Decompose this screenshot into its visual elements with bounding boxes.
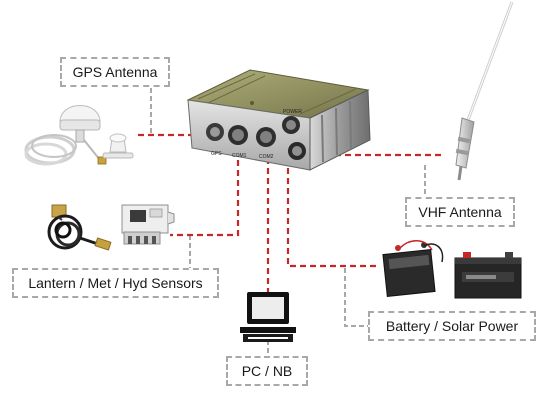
pc-nb-label-text: PC / NB [241,363,293,379]
vhf-antenna-label-text: VHF Antenna [418,204,502,220]
gps-antenna-label: GPS Antenna [60,57,170,87]
power-cable-line [286,158,378,268]
battery-leader-line [344,268,368,327]
vhf-whip-antenna-icon [455,1,514,181]
battery-icon [382,240,522,299]
com2-port-icon [256,127,276,147]
port-label-com2: COM2 [259,154,274,160]
device-ports: GPS COM1 COM2 POWER [206,109,306,160]
sensors-label-text: Lantern / Met / Hyd Sensors [28,275,203,291]
gps-antenna-icon [24,105,134,166]
power-port-icon [282,116,300,134]
port-label-com1: COM1 [232,153,247,159]
gps-antenna-label-text: GPS Antenna [72,64,158,80]
sensor-module-icon [47,204,175,251]
port-label-power: POWER [283,109,302,115]
leader-lines [150,88,426,356]
ais-transponder-box-icon [186,69,371,171]
port-label-gps: GPS [211,151,222,157]
com1-port-icon [228,125,248,145]
sensors-cable-line [170,150,240,237]
vhf-antenna-label: VHF Antenna [405,197,515,227]
pc-nb-label: PC / NB [226,356,308,386]
vhf-port-icon [288,142,306,160]
battery-solar-label: Battery / Solar Power [368,311,536,341]
sensors-label: Lantern / Met / Hyd Sensors [12,268,219,298]
gps-port-icon [206,123,224,141]
desktop-computer-icon [240,292,296,342]
battery-solar-label-text: Battery / Solar Power [385,318,519,334]
